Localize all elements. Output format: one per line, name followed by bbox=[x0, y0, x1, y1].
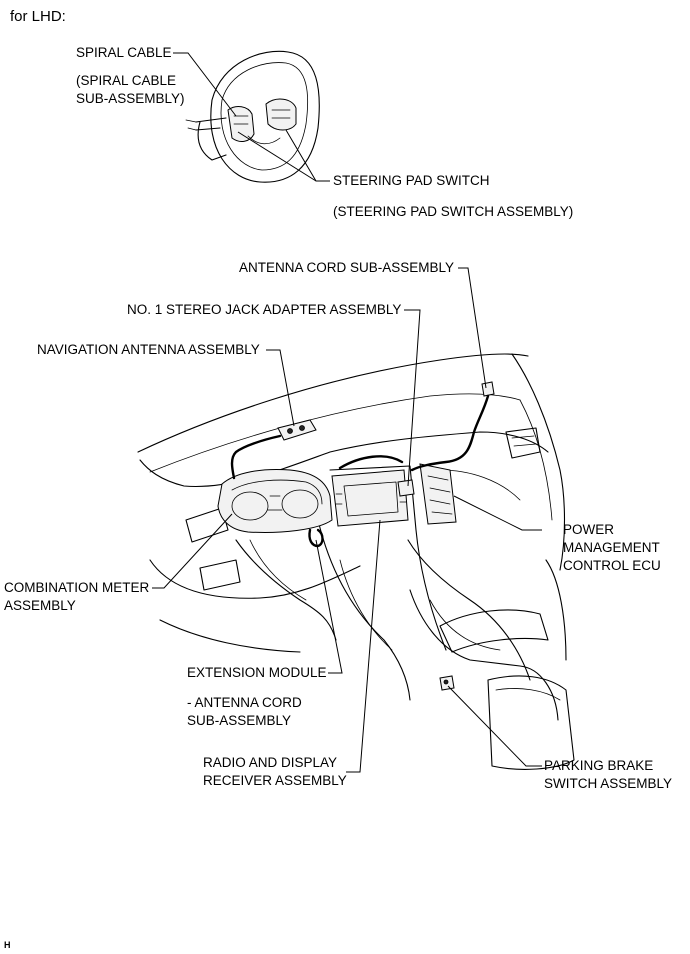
label-steering-pad-switch: STEERING PAD SWITCH bbox=[333, 173, 490, 188]
label-stereo-jack-adapter: NO. 1 STEREO JACK ADAPTER ASSEMBLY bbox=[127, 302, 402, 317]
label-antenna-cord-sub-line-1: - ANTENNA CORD bbox=[187, 695, 302, 710]
label-spiral-cable-sub-line-2: SUB-ASSEMBLY) bbox=[76, 91, 185, 106]
label-spiral-cable-sub-assembly: (SPIRAL CABLE SUB-ASSEMBLY) bbox=[76, 72, 185, 108]
label-radio-receiver-line-2: RECEIVER ASSEMBLY bbox=[203, 773, 347, 788]
steering-wheel-drawing bbox=[185, 50, 320, 183]
label-power-management-line-3: CONTROL ECU bbox=[563, 558, 661, 573]
label-power-management-line-2: MANAGEMENT bbox=[563, 540, 660, 555]
antenna-cord-drawing bbox=[410, 381, 495, 472]
combination-meter-drawing bbox=[217, 469, 333, 533]
corner-mark: H bbox=[4, 940, 11, 950]
label-antenna-cord-sub-line-2: SUB-ASSEMBLY bbox=[187, 713, 292, 728]
label-antenna-cord-sub: - ANTENNA CORD SUB-ASSEMBLY bbox=[187, 694, 302, 730]
radio-receiver-drawing bbox=[331, 455, 409, 527]
label-combination-meter-line-2: ASSEMBLY bbox=[4, 598, 76, 613]
label-radio-display-receiver: RADIO AND DISPLAY RECEIVER ASSEMBLY bbox=[203, 754, 347, 790]
label-extension-module: EXTENSION MODULE bbox=[187, 665, 327, 680]
diagram-heading: for LHD: bbox=[10, 8, 66, 25]
extension-module-drawing bbox=[308, 528, 324, 548]
label-radio-receiver-line-1: RADIO AND DISPLAY bbox=[203, 755, 338, 770]
power-management-ecu-drawing bbox=[397, 463, 457, 525]
label-navigation-antenna: NAVIGATION ANTENNA ASSEMBLY bbox=[37, 342, 260, 357]
label-antenna-cord-sub-assembly: ANTENNA CORD SUB-ASSEMBLY bbox=[239, 260, 455, 275]
label-spiral-cable-sub-line-1: (SPIRAL CABLE bbox=[76, 73, 177, 88]
label-parking-brake-switch: PARKING BRAKE SWITCH ASSEMBLY bbox=[544, 757, 672, 793]
label-steering-pad-switch-assembly: (STEERING PAD SWITCH ASSEMBLY) bbox=[333, 204, 574, 219]
label-parking-brake-line-2: SWITCH ASSEMBLY bbox=[544, 776, 673, 791]
label-power-management-ecu: POWER MANAGEMENT CONTROL ECU bbox=[563, 521, 661, 575]
navigation-antenna-drawing bbox=[230, 419, 317, 480]
label-combination-meter: COMBINATION METER ASSEMBLY bbox=[4, 579, 149, 615]
label-parking-brake-line-1: PARKING BRAKE bbox=[544, 758, 654, 773]
dashboard-drawing bbox=[137, 353, 575, 770]
leader-lines bbox=[152, 52, 542, 773]
label-power-management-line-1: POWER bbox=[563, 522, 615, 537]
parking-brake-switch-drawing bbox=[439, 675, 455, 691]
label-combination-meter-line-1: COMBINATION METER bbox=[4, 580, 150, 595]
label-spiral-cable: SPIRAL CABLE bbox=[76, 45, 172, 60]
